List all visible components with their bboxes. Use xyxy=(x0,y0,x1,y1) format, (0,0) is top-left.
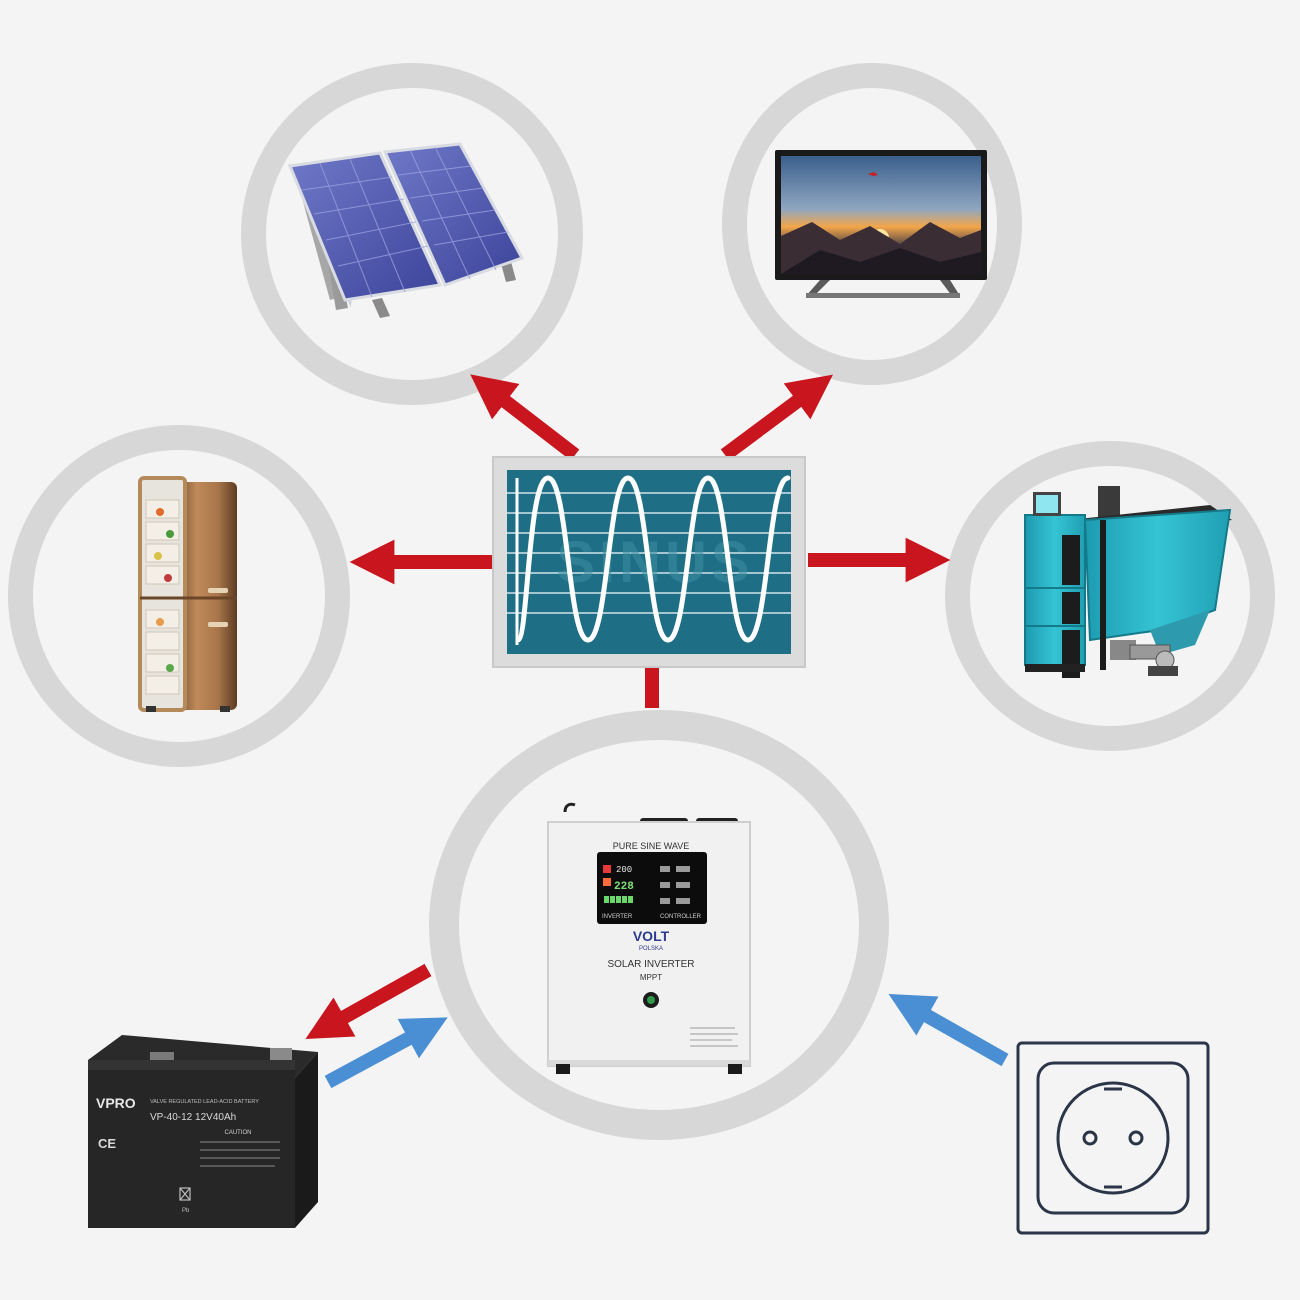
sine-wave-panel: SINUS xyxy=(493,457,805,667)
solar-inverter-icon: PURE SINE WAVE 200 228 INVERTER xyxy=(548,804,750,1074)
battery-model: VP-40-12 12V40Ah xyxy=(150,1112,236,1123)
wall-socket-icon xyxy=(1018,1043,1208,1233)
pellet-boiler-icon xyxy=(1025,486,1232,678)
lcd-label-inverter: INVERTER xyxy=(602,914,633,920)
arrow-to-tv xyxy=(725,388,815,455)
lcd-label-controller: CONTROLLER xyxy=(660,914,702,920)
arrow-from-battery xyxy=(328,1028,428,1082)
lcd-voltage-main: 228 xyxy=(614,881,634,893)
refrigerator-icon xyxy=(140,478,237,712)
inverter-mppt: MPPT xyxy=(640,973,662,982)
volt-logo: VOLT xyxy=(633,928,670,944)
battery-brand: VPRO xyxy=(96,1095,136,1111)
inverter-header: PURE SINE WAVE xyxy=(613,841,690,851)
volt-polska: POLSKA xyxy=(639,946,663,952)
battery-type-label: VALVE REGULATED LEAD-ACID BATTERY xyxy=(150,1099,259,1105)
battery-caution: CAUTION xyxy=(225,1130,252,1136)
battery-ce-mark: CE xyxy=(98,1136,116,1151)
battery-pb-mark: Pb xyxy=(182,1208,190,1214)
arrow-to-battery xyxy=(325,970,428,1028)
arrow-from-socket xyxy=(908,1005,1005,1060)
solar-panel-icon xyxy=(290,144,522,318)
battery-icon: VPRO VALVE REGULATED LEAD-ACID BATTERY V… xyxy=(88,1035,318,1228)
arrow-to-solar xyxy=(488,388,575,455)
television-icon xyxy=(775,150,987,298)
inverter-model: SOLAR INVERTER xyxy=(607,959,694,970)
lcd-voltage-top: 200 xyxy=(616,865,632,875)
